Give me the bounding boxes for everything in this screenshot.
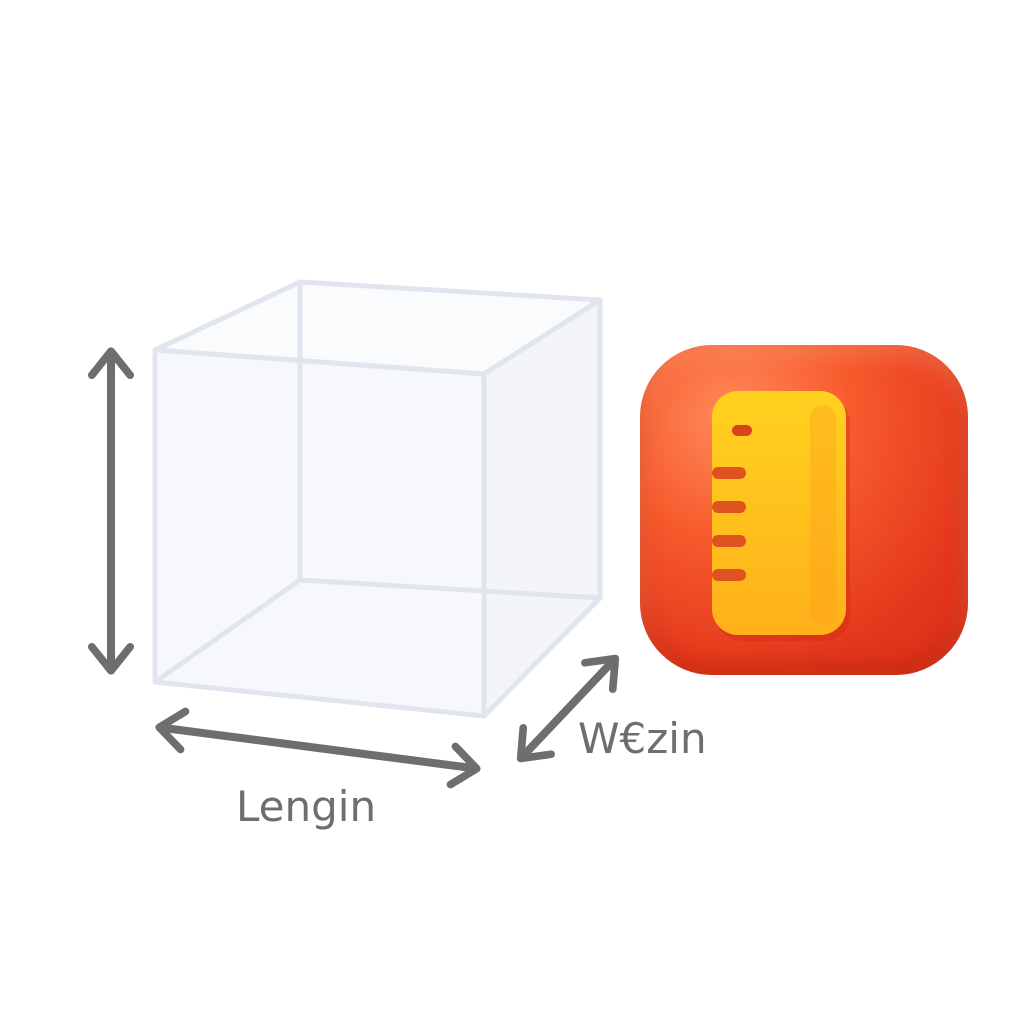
length-label: Lengin (236, 782, 377, 831)
ruler-app-icon[interactable] (640, 345, 968, 675)
ruler-icon (712, 391, 850, 641)
width-label: W€zin (578, 714, 707, 763)
length-arrow (155, 707, 481, 789)
cube-outline-icon (152, 279, 603, 719)
width-arrow (516, 654, 620, 763)
